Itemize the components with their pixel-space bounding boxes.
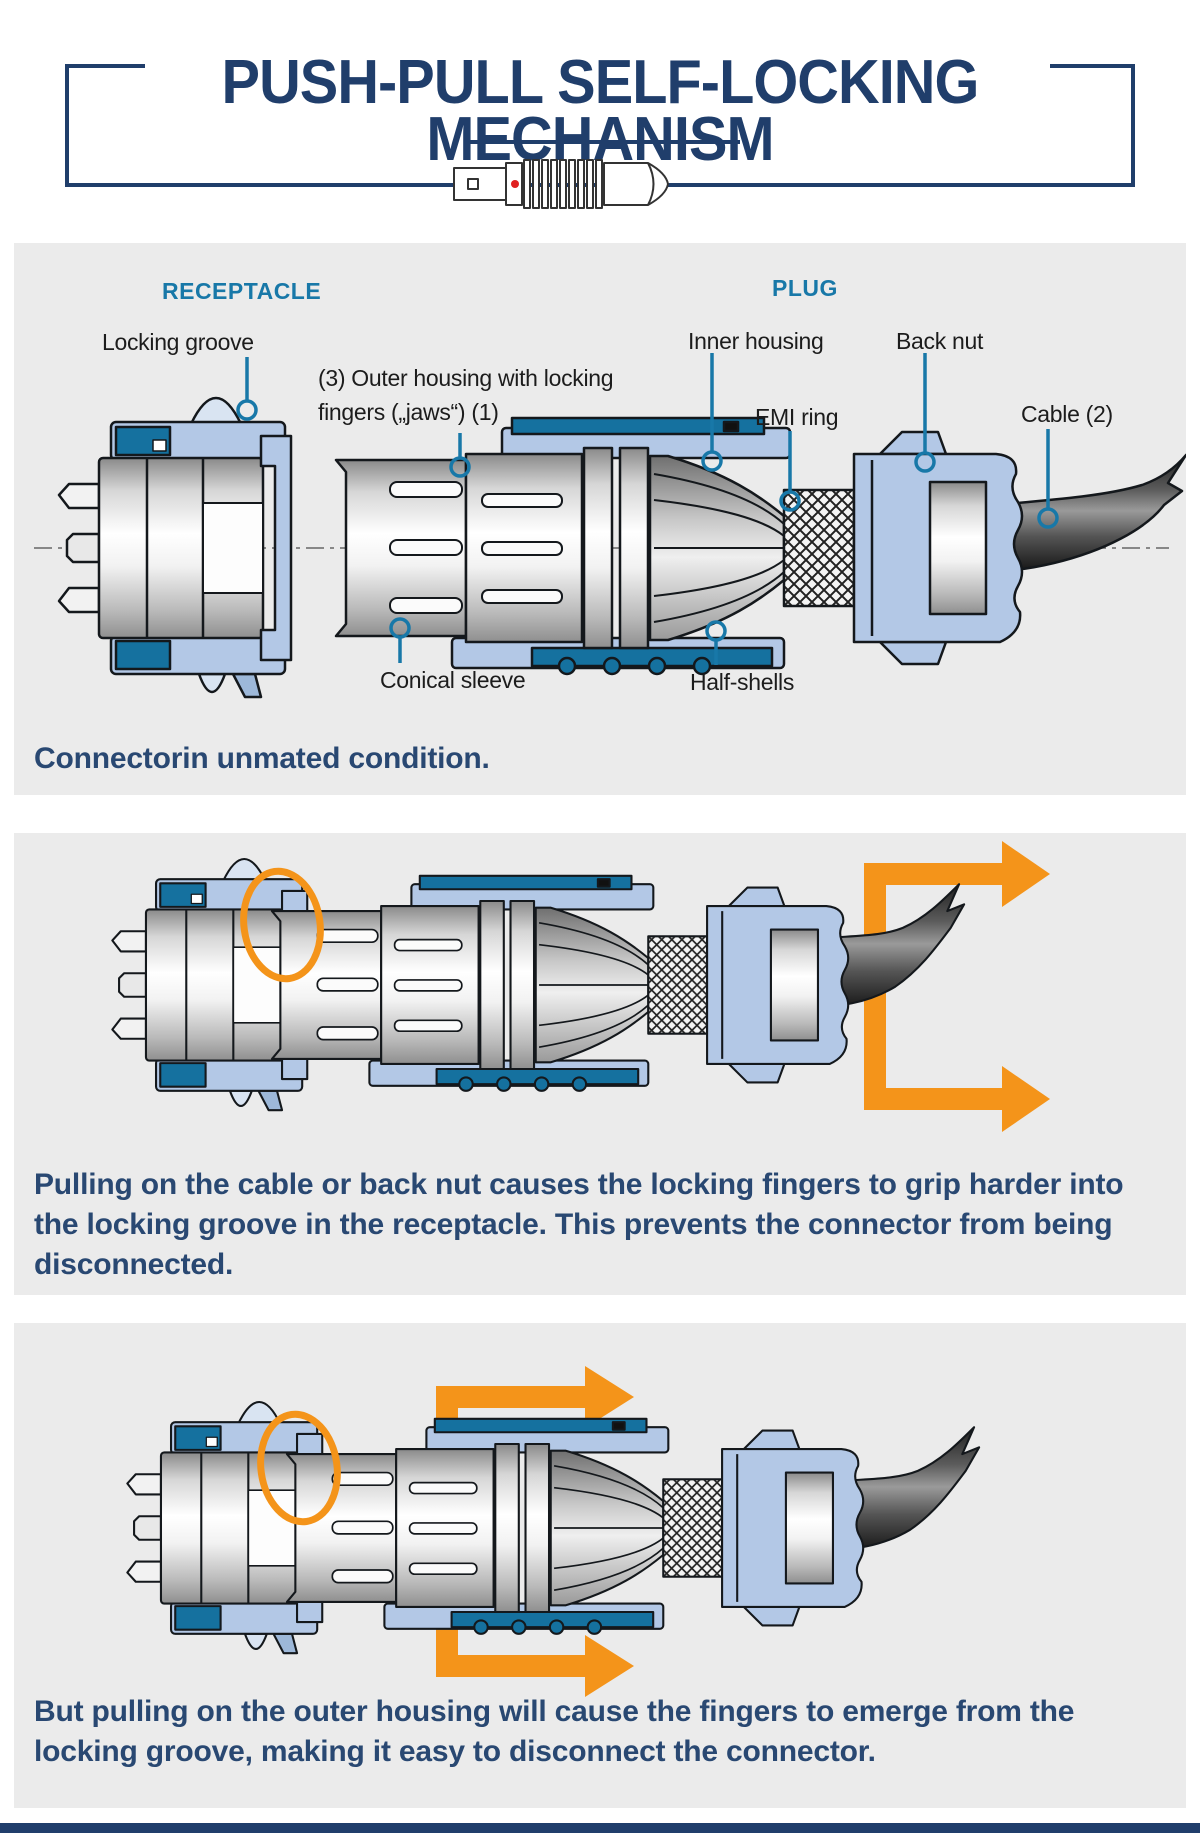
panel-unmated: RECEPTACLE PLUG Locking groove (3) Outer…: [14, 243, 1186, 795]
mated-connector-illustration: [127, 1402, 979, 1653]
footer-bar: [0, 1823, 1200, 1833]
pull-direction-arrows: [436, 1366, 634, 1697]
receptacle-heading: RECEPTACLE: [162, 278, 322, 304]
title-frame-top-right: [1050, 64, 1135, 68]
locking-area-highlight-circle: [257, 1410, 341, 1526]
locking-area-highlight-circle: [240, 867, 324, 983]
panel-pull-housing: But pulling on the outer housing will ca…: [14, 1323, 1186, 1808]
leader-lines: [236, 353, 1059, 665]
label-outer-housing-line1: (3) Outer housing with locking: [318, 365, 614, 391]
caption-unmated: Connectorin unmated condition.: [34, 742, 490, 775]
label-inner-housing: Inner housing: [688, 328, 824, 354]
cable-illustration: [992, 453, 1186, 573]
label-locking-groove: Locking groove: [102, 329, 254, 355]
title-frame-right: [1131, 64, 1135, 187]
caption-pull-housing: But pulling on the outer housing will ca…: [34, 1695, 1075, 1768]
header: PUSH-PULL SELF-LOCKING MECHANISM: [0, 0, 1200, 230]
receptacle-illustration: [57, 396, 293, 699]
pull-housing-diagram: [14, 1366, 1186, 1697]
label-half-shells: Half-shells: [690, 669, 795, 695]
red-dot-icon: [511, 180, 519, 188]
unmated-connector-diagram: [34, 353, 1186, 699]
label-back-nut: Back nut: [896, 328, 984, 354]
caption-pull-cable: Pulling on the cable or back nut causes …: [34, 1168, 1124, 1281]
mated-connector-illustration: [112, 859, 964, 1110]
page-title-line1: PUSH-PULL SELF-LOCKING: [221, 47, 980, 117]
title-frame-top-left: [65, 64, 145, 68]
label-emi-ring: EMI ring: [755, 404, 839, 430]
panel-pull-cable: Pulling on the cable or back nut causes …: [14, 833, 1186, 1295]
title-underline: [467, 140, 740, 144]
label-cable: Cable (2): [1021, 401, 1113, 427]
pull-cable-diagram: [14, 841, 1050, 1132]
connector-icon: [453, 159, 669, 209]
title-frame-left: [65, 64, 69, 187]
label-conical-sleeve: Conical sleeve: [380, 667, 526, 693]
label-outer-housing-line2: fingers („jaws“) (1): [318, 399, 499, 425]
plug-heading: PLUG: [772, 275, 838, 301]
page-title: PUSH-PULL SELF-LOCKING MECHANISM: [42, 51, 1158, 170]
